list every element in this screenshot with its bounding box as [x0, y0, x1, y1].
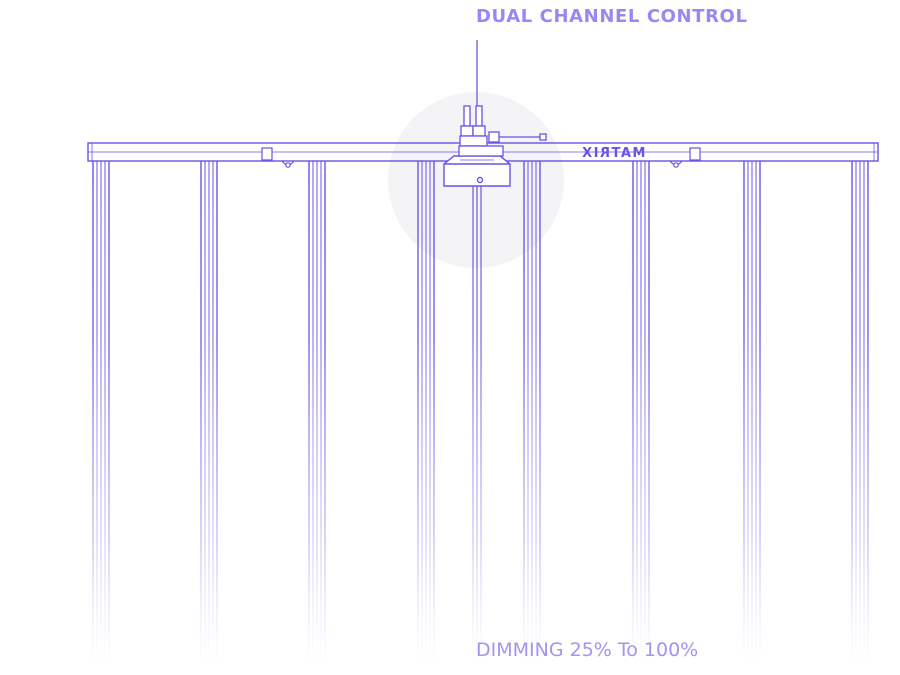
light-bar: [851, 161, 869, 665]
center-spine: [472, 178, 482, 665]
light-bars: [92, 161, 869, 665]
light-bar: [632, 161, 650, 665]
dual-channel-connectors: [458, 105, 547, 157]
controller-unit: [443, 155, 511, 187]
light-bar: [523, 161, 541, 665]
light-bar: [92, 161, 110, 665]
dimming-range-label: DIMMING 25% To 100%: [476, 639, 699, 661]
brand-text: MATRIX: [581, 146, 646, 161]
light-bar: [308, 161, 326, 665]
light-bar: [417, 161, 435, 665]
brand-mark: MATRIX: [581, 146, 646, 161]
light-bar: [743, 161, 761, 665]
dual-channel-control-label: DUAL CHANNEL CONTROL: [476, 6, 748, 27]
frame-brackets: [261, 147, 701, 168]
light-bar: [200, 161, 218, 665]
